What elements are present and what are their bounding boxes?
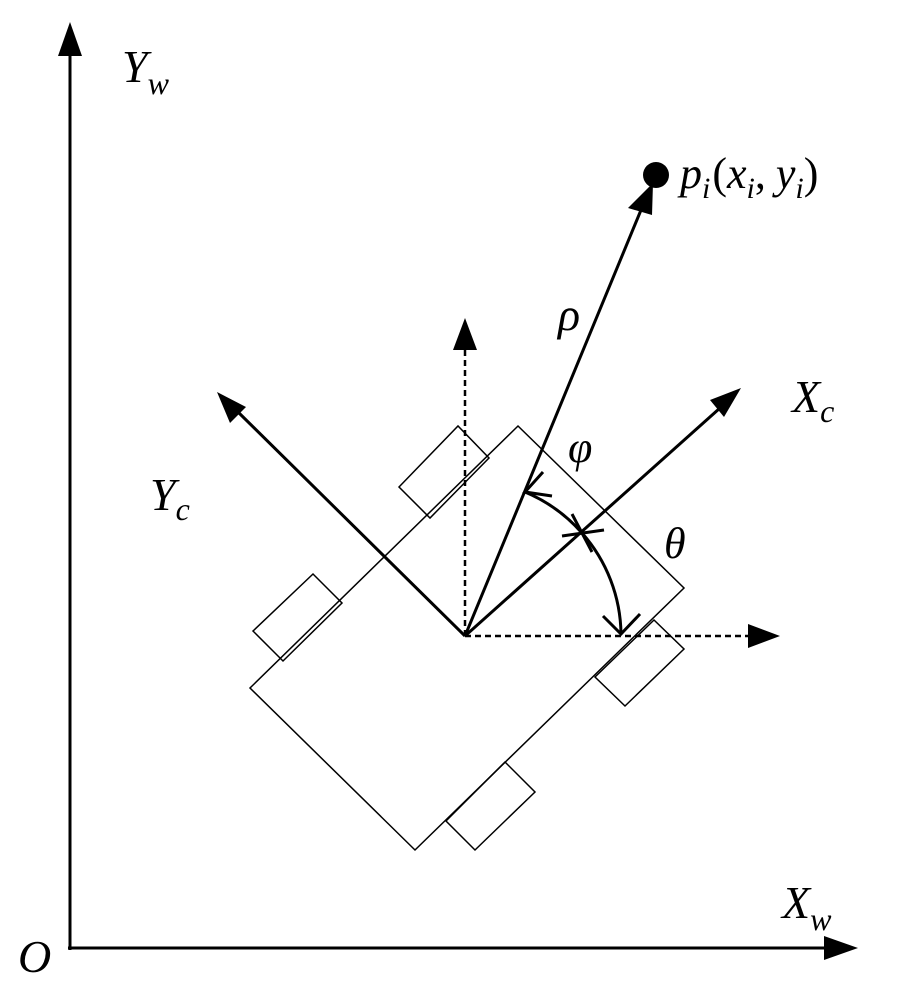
angle-arcs <box>522 470 642 637</box>
world-x-axis-subscript: w <box>810 901 832 937</box>
robot-x-axis-label: Xc <box>790 371 834 429</box>
range-arrowhead <box>628 183 653 215</box>
phi-label: φ <box>568 423 592 472</box>
target-y: y <box>772 149 796 198</box>
target-y-subscript: i <box>795 172 803 205</box>
robot-y-axis-subscript: c <box>176 491 190 527</box>
labels: Yw Xw O Xc Yc ρ φ θ pi(xi,yi) <box>18 41 834 982</box>
target-name: p <box>677 149 702 198</box>
theta-arc-head <box>601 612 642 637</box>
theta-label: θ <box>664 519 686 568</box>
robot-y-axis-symbol: Y <box>150 469 180 520</box>
robot-y-axis-label: Yc <box>150 469 190 527</box>
world-y-axis-symbol: Y <box>122 41 152 92</box>
wheel-bottom <box>444 760 537 852</box>
phi-arc-head <box>522 470 553 498</box>
wheel-top-left <box>397 424 491 520</box>
range-vector <box>463 162 669 637</box>
theta-arc <box>580 532 623 635</box>
target-comma: , <box>755 149 766 198</box>
phi-arc <box>524 490 584 534</box>
robot-x-axis-subscript: c <box>820 393 834 429</box>
target-x-subscript: i <box>747 172 755 205</box>
target-name-subscript: i <box>702 172 710 205</box>
target-point-marker <box>643 162 669 188</box>
reference-horizontal-arrowhead <box>748 624 780 648</box>
target-point-label: pi(xi,yi) <box>677 149 818 205</box>
robot-x-axis-arrowhead <box>710 388 741 417</box>
reference-vertical-arrowhead <box>453 318 477 350</box>
robot-y-axis-arrowhead <box>217 392 246 423</box>
robot-y-axis <box>236 410 467 638</box>
world-y-axis-subscript: w <box>148 65 170 101</box>
world-y-axis-arrowhead <box>58 22 82 56</box>
wheel-left <box>251 572 344 663</box>
robot-body-group <box>248 424 686 852</box>
world-x-axis-label: Xw <box>780 877 832 937</box>
robot-frame <box>217 388 741 638</box>
target-close-paren: ) <box>804 149 819 198</box>
reference-axes <box>453 318 780 648</box>
world-x-axis-symbol: X <box>780 877 812 928</box>
world-x-axis-arrowhead <box>824 936 858 960</box>
angle-tick-mark <box>561 513 605 553</box>
wheel-right <box>593 618 686 708</box>
robot-x-axis <box>464 406 721 638</box>
target-open-paren: ( <box>712 149 727 198</box>
rho-label: ρ <box>556 289 580 340</box>
target-x: x <box>726 149 747 198</box>
origin-label: O <box>18 931 51 982</box>
world-frame <box>58 22 858 960</box>
range-line <box>463 209 643 637</box>
world-y-axis-label: Yw <box>122 41 170 101</box>
robot-x-axis-symbol: X <box>790 371 822 422</box>
